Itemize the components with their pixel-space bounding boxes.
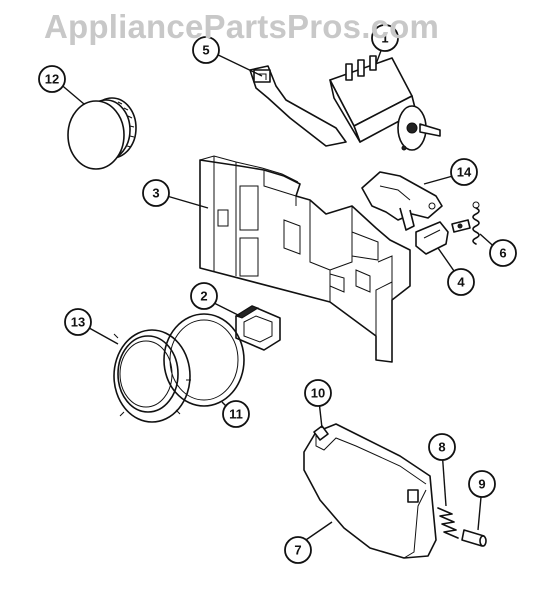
callout-13: 13 [64, 308, 92, 336]
svg-text:5: 5 [202, 43, 209, 58]
callout-9: 9 [468, 470, 496, 498]
callout-11: 11 [222, 400, 250, 428]
svg-text:1: 1 [381, 31, 388, 46]
part-3-housing [199, 155, 411, 363]
part-14-lever [361, 171, 443, 231]
part-11-gasket [163, 313, 245, 407]
callout-2: 2 [190, 282, 218, 310]
callout-8: 8 [428, 433, 456, 461]
part-6-spring [472, 201, 480, 245]
part-1-switch [329, 55, 441, 151]
callout-10: 10 [304, 379, 332, 407]
svg-text:10: 10 [311, 386, 325, 401]
svg-text:3: 3 [152, 186, 159, 201]
part-5-bracket [249, 65, 347, 147]
part-8-spring [437, 507, 459, 539]
svg-text:8: 8 [438, 440, 445, 455]
svg-text:11: 11 [229, 407, 243, 422]
callout-7: 7 [284, 536, 312, 564]
part-13-bezel [113, 329, 191, 423]
svg-text:4: 4 [457, 275, 465, 290]
svg-text:2: 2 [200, 289, 207, 304]
part-10-tab [313, 425, 329, 441]
svg-text:6: 6 [499, 246, 506, 261]
part-4-clip [415, 219, 471, 255]
callout-1: 1 [371, 24, 399, 52]
part-2-button [234, 305, 281, 351]
svg-text:13: 13 [71, 315, 85, 330]
svg-text:12: 12 [45, 72, 59, 87]
callout-6: 6 [489, 239, 517, 267]
callout-3: 3 [142, 179, 170, 207]
svg-text:7: 7 [294, 543, 301, 558]
svg-text:9: 9 [478, 477, 485, 492]
part-7-cover [303, 423, 437, 559]
part-12-cap [67, 97, 137, 170]
callout-14: 14 [450, 158, 478, 186]
callout-12: 12 [38, 65, 66, 93]
svg-text:14: 14 [457, 165, 472, 180]
callout-4: 4 [447, 268, 475, 296]
callout-5: 5 [192, 36, 220, 64]
part-9-pin [461, 529, 487, 547]
site-watermark: AppliancePartsPros.com [44, 8, 440, 45]
